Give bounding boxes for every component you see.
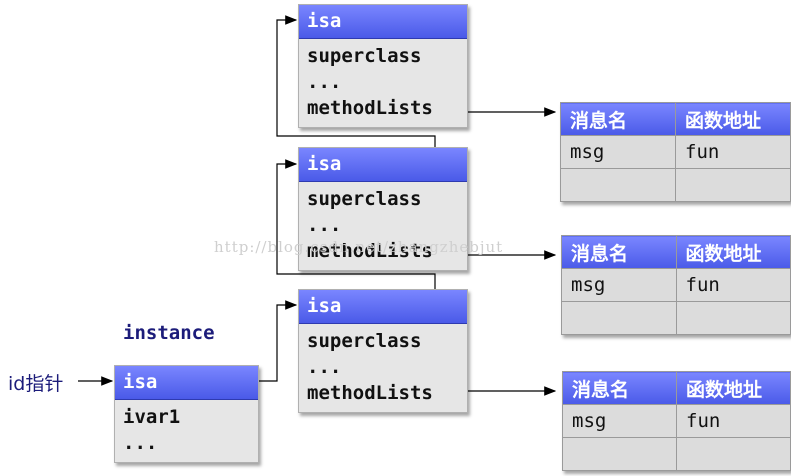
table-header-address: 函数地址 (676, 371, 791, 405)
class-isa-header: isa (299, 5, 467, 39)
class-isa-header: isa (299, 290, 467, 324)
table-cell (561, 301, 677, 335)
class-field-methodlists: methodLists (307, 382, 433, 404)
table-header-address: 函数地址 (675, 235, 791, 269)
class-field-ellipsis: ... (307, 214, 342, 236)
class-field-superclass: superclass (307, 188, 422, 210)
instance-isa-arrow (258, 300, 298, 382)
class-field-methodlists: methodLists (307, 240, 433, 262)
table-cell: fun (675, 268, 791, 302)
class-field-superclass: superclass (307, 45, 422, 67)
table-cell: msg (562, 404, 677, 438)
class-box: isa superclass ... methodLists (298, 4, 468, 128)
class-field-superclass: superclass (307, 330, 422, 352)
table-header-address: 函数地址 (675, 102, 791, 136)
table-cell (675, 301, 791, 335)
watermark: http://blog.csdn.net/zhangzhebjut (214, 238, 504, 256)
table-header-message: 消息名 (560, 102, 676, 136)
table-cell (675, 168, 791, 202)
instance-isa-header: isa (115, 366, 258, 400)
table-cell: fun (676, 404, 791, 438)
class-box: isa superclass ... methodLists (298, 147, 468, 271)
class-box: isa superclass ... methodLists (298, 289, 468, 413)
class-field-methodlists: methodLists (307, 97, 433, 119)
table-cell: msg (560, 135, 676, 169)
class-field-ellipsis: ... (307, 356, 342, 378)
table-cell: fun (675, 135, 791, 169)
instance-field-ivar1: ivar1 (123, 406, 181, 428)
table-cell: msg (561, 268, 677, 302)
instance-title: instance (123, 322, 215, 344)
instance-field-ellipsis: ... (123, 432, 158, 454)
class-field-ellipsis: ... (307, 71, 342, 93)
id-pointer-label: id指针 (8, 373, 64, 395)
table-cell (560, 168, 676, 202)
table-header-message: 消息名 (562, 371, 677, 405)
instance-box: isa ivar1 ... (114, 365, 259, 463)
class3-isa-arrow (276, 159, 436, 308)
table-header-message: 消息名 (561, 235, 677, 269)
table-cell (562, 437, 677, 471)
table-cell (676, 437, 791, 471)
class-isa-header: isa (299, 148, 467, 182)
class2-isa-arrow (276, 15, 436, 164)
